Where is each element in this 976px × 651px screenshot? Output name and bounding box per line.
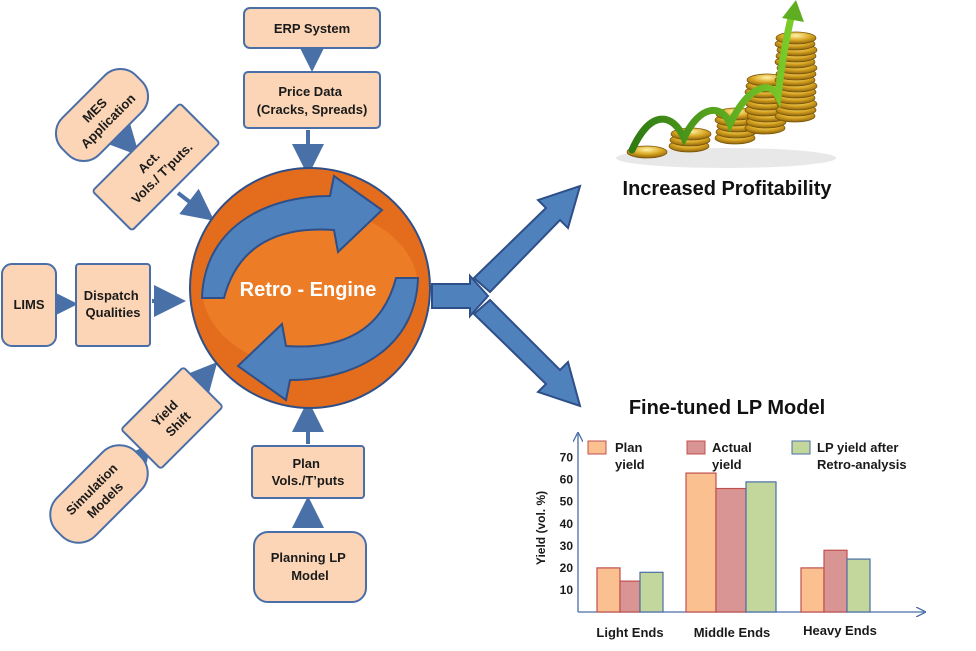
erp-system-node: ERP System [243, 7, 381, 49]
mes-to-act-arrow [105, 121, 140, 156]
growth-arrow [628, 10, 796, 154]
bar-light-ends-series-3 [639, 571, 664, 613]
legend-plan-line-2: yield [615, 457, 645, 472]
dispatch-line-1: Dispatch [84, 288, 139, 303]
dispatch-label: Dispatch Qualities [84, 288, 143, 320]
output-arrows [431, 184, 582, 408]
bar-series [596, 472, 871, 613]
x-tick-label: Heavy Ends [803, 623, 877, 638]
legend-actual-line-1: Actual [712, 440, 752, 455]
plan-line-1: Plan [292, 456, 320, 471]
y-tick-label: 20 [560, 561, 574, 575]
act-to-engine-arrow [176, 188, 215, 221]
engine-label: Retro - Engine [240, 279, 377, 301]
bar-middle-ends-series-1 [685, 472, 717, 613]
cycle-arrow-top [200, 174, 384, 299]
price-line-2: (Cracks, Spreads) [257, 102, 368, 117]
y-tick-label: 70 [560, 451, 574, 465]
y-tick-label: 40 [560, 517, 574, 531]
bar-middle-ends-series-2 [715, 487, 747, 613]
planning-lp-label: Planning LP Model [271, 550, 350, 583]
bar-light-ends-series-1 [596, 567, 621, 613]
legend-actual-line-2: yield [712, 457, 742, 472]
lp-line-2: Model [291, 568, 329, 583]
coins-growth-icon [610, 0, 842, 170]
chart-legend: Plan yield Actual yield LP yield after R… [587, 440, 907, 472]
x-tick-label: Middle Ends [694, 625, 771, 640]
bar-heavy-ends-series-3 [846, 558, 871, 613]
dispatch-qualities-node: Dispatch Qualities [75, 263, 151, 347]
engine-output-arrow [431, 273, 490, 319]
bar-light-ends-series-2 [619, 580, 641, 613]
erp-system-label: ERP System [274, 21, 350, 36]
lp-model-heading: Fine-tuned LP Model [629, 397, 825, 419]
price-data-label: Price Data (Cracks, Spreads) [257, 84, 368, 117]
x-tick-label: Light Ends [596, 625, 663, 640]
erp-line-1: ERP System [274, 21, 350, 36]
yield-shift-node: Yield Shift [121, 367, 223, 469]
cycle-arrow-bottom [236, 277, 420, 402]
planning-lp-node: Planning LP Model [253, 531, 367, 603]
y-tick-labels: 10 20 30 40 50 60 70 [560, 451, 574, 597]
x-tick-labels: Light Ends Middle Ends Heavy Ends [596, 623, 876, 640]
bar-middle-ends-series-3 [745, 481, 777, 613]
lp-model-arrow [472, 298, 582, 408]
connector-arrows [46, 40, 328, 528]
act-vols-node: Act. Vols./ T’puts. [92, 103, 220, 231]
y-tick-label: 10 [560, 583, 574, 597]
y-tick-label: 30 [560, 539, 574, 553]
coin [626, 145, 668, 159]
lims-node: LIMS [1, 263, 57, 347]
price-data-node: Price Data (Cracks, Spreads) [243, 71, 381, 129]
lims-label: LIMS [13, 297, 44, 312]
legend-swatch-actual [686, 440, 706, 455]
profitability-heading: Increased Profitability [623, 178, 833, 200]
legend-label-actual: Actual yield [712, 440, 755, 472]
plan-vols-node: Plan Vols./T’puts [251, 445, 365, 499]
lp-line-1: Planning LP [271, 550, 346, 565]
price-line-1: Price Data [278, 84, 342, 99]
bar-heavy-ends-series-1 [800, 567, 825, 613]
legend-label-plan: Plan yield [615, 440, 646, 472]
simulation-models-node: Simulation Models [49, 444, 149, 544]
dispatch-line-2: Qualities [86, 305, 141, 320]
profitability-arrow [472, 184, 582, 294]
retro-engine: Retro - Engine [189, 167, 431, 409]
y-axis-label: Yield (vol. %) [534, 491, 548, 565]
plan-line-2: Vols./T’puts [272, 473, 345, 488]
yield-chart: Plan yield Actual yield LP yield after R… [534, 434, 924, 640]
bar-heavy-ends-series-2 [823, 549, 848, 613]
y-tick-label: 50 [560, 495, 574, 509]
legend-lp-line-2: Retro-analysis [817, 457, 907, 472]
growth-arrow-head [782, 0, 804, 22]
plan-vols-label: Plan Vols./T’puts [272, 456, 345, 488]
legend-swatch-plan [587, 440, 607, 455]
legend-lp-line-1: LP yield after [817, 440, 898, 455]
lims-line-1: LIMS [13, 297, 44, 312]
legend-plan-line-1: Plan [615, 440, 643, 455]
legend-label-lp: LP yield after Retro-analysis [817, 440, 907, 472]
y-tick-label: 60 [560, 473, 574, 487]
legend-swatch-lp [791, 440, 811, 455]
coin [775, 31, 817, 45]
